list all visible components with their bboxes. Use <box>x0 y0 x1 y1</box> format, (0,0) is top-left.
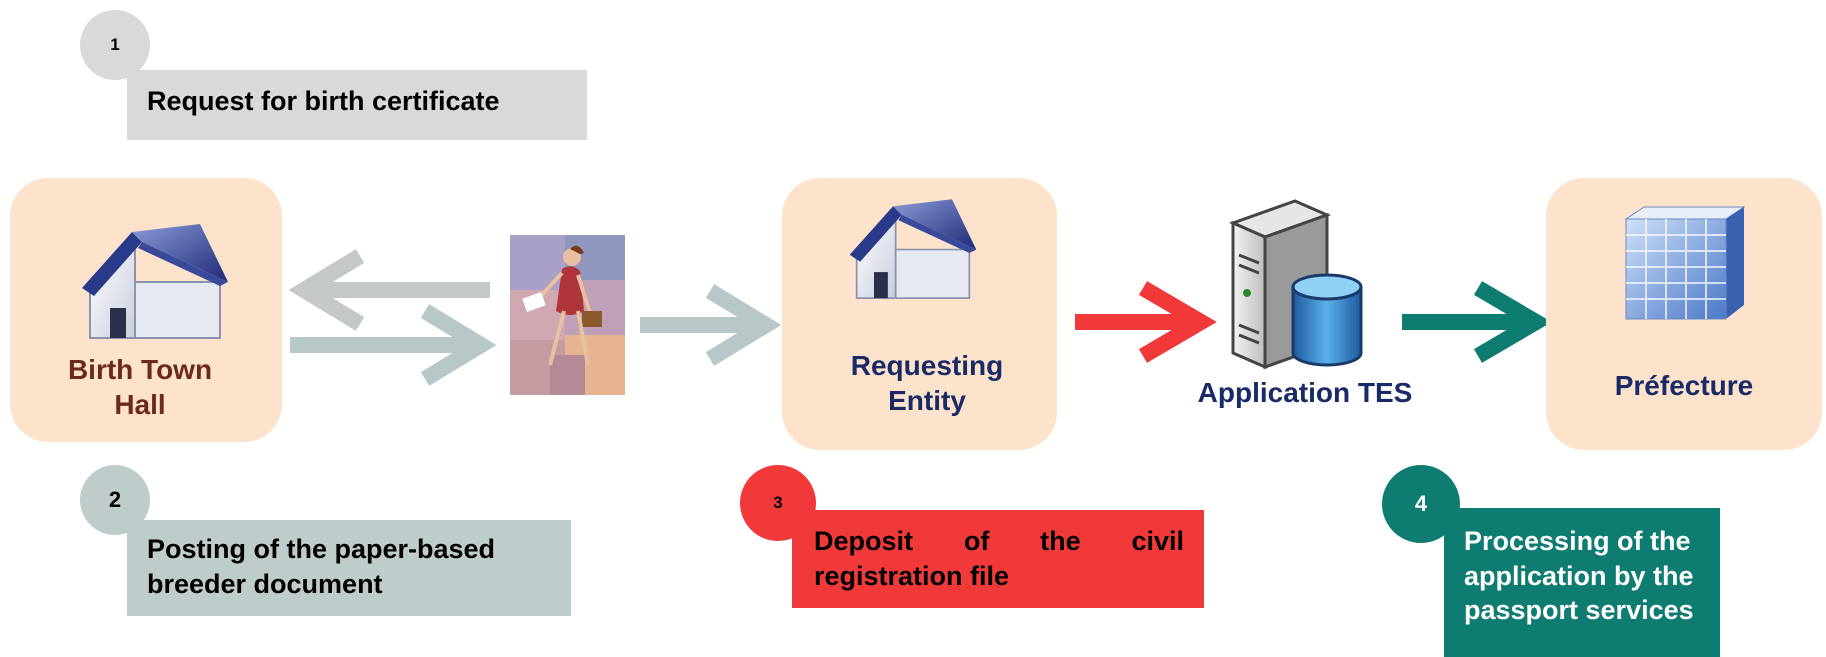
courier-woman-picture <box>510 235 625 395</box>
birth-town-hall-label: Birth Town Hall <box>67 354 213 420</box>
return-arrow-left <box>288 249 490 331</box>
server-database-icon <box>1228 199 1363 370</box>
deposit-arrow-right <box>1075 281 1217 363</box>
forward-arrow-right <box>1402 281 1552 363</box>
step-1-badge: 1 <box>80 10 150 80</box>
step-1-number: 1 <box>110 35 120 54</box>
step-1-text: Request for birth certificate <box>147 86 500 116</box>
step-4-callout: Processing of the application by the pas… <box>1444 508 1720 657</box>
posting-arrow-right <box>290 304 497 386</box>
requesting-entity-label: Requesting Entity <box>850 350 1004 416</box>
step-4-text: Processing of the application by the pas… <box>1464 526 1694 626</box>
requesting-entity-house-icon <box>849 199 977 299</box>
application-tes-label: Application TES <box>1197 377 1413 408</box>
delivery-arrow-right <box>640 284 782 366</box>
step-2-text: Posting of the paper-based breeder docum… <box>147 534 496 599</box>
step-3-callout: Deposit of the civil registration file <box>792 510 1204 608</box>
step-3-text: Deposit of the civil registration file <box>814 526 1184 591</box>
step-3-number: 3 <box>773 493 783 512</box>
step-1-callout: Request for birth certificate <box>127 70 587 140</box>
step-2-number: 2 <box>108 487 122 512</box>
birth-town-hall-house-icon <box>82 224 228 339</box>
office-building-icon <box>1624 206 1746 320</box>
prefecture-label: Préfecture <box>1614 370 1754 401</box>
step-2-callout: Posting of the paper-based breeder docum… <box>127 520 571 616</box>
step-4-number: 4 <box>1414 491 1428 516</box>
